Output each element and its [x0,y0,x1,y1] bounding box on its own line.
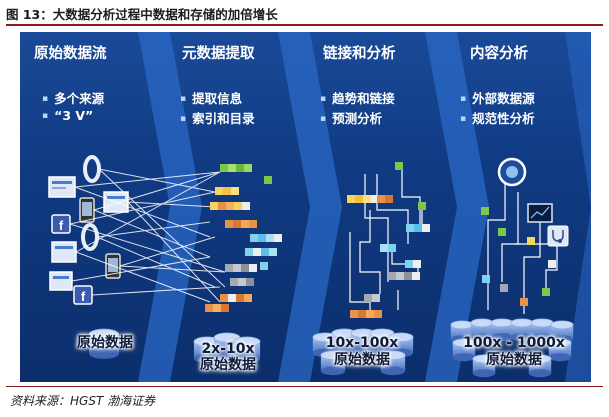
web-page-icon [49,271,73,291]
bullet-external: 外部数据源 [460,88,535,107]
web-page-icon [51,241,77,263]
mobile-phone-icon [79,197,95,223]
bullet-multi-source: 多个来源 [42,88,104,107]
storage-label-2x: 2x-10x [201,341,255,357]
web-page-icon [48,176,76,198]
column-title-content: 内容分析 [470,46,528,62]
storage-label-10x-sub: 原始数据 [334,352,390,368]
bullet-extract: 提取信息 [180,88,242,107]
ring-icon [83,155,101,183]
chart-screen-icon [527,203,553,223]
source-rule [6,386,603,387]
caption-rule [6,24,603,26]
svg-text:f: f [59,218,64,233]
bullet-3v: “3 V” [42,108,93,123]
diagram-graphics: f f [48,155,574,378]
bullet-prescriptive: 规范性分析 [460,108,535,127]
storage-label-100x: 100x - 1000x [463,335,565,351]
connection-lines [69,168,226,303]
storage-label-2x-sub: 原始数据 [200,357,256,373]
bullet-trends: 趋势和链接 [320,88,395,107]
metadata-blocks [205,164,282,312]
facebook-icon: f [73,285,93,305]
column-title-linking: 链接和分析 [323,46,396,62]
storage-label-10x: 10x-100x [325,335,399,351]
bullet-predictive: 预测分析 [320,108,382,127]
storage-label-raw: 原始数据 [77,335,133,351]
source-note: 资料来源：HGST 渤海证券 [10,394,156,408]
content-network [481,157,569,314]
stethoscope-icon [547,225,569,247]
bullet-index: 索引和目录 [180,108,255,127]
storage-label-100x-sub: 原始数据 [486,352,542,368]
linking-tree [347,162,430,318]
column-title-raw: 原始数据流 [34,46,107,62]
svg-text:f: f [81,289,86,304]
diagram-panel: 原始数据流 元数据提取 链接和分析 内容分析 多个来源 “3 V” 提取信息 索… [20,32,591,382]
facebook-icon: f [51,214,71,234]
eagle-seal-icon [497,157,527,187]
figure-caption: 图 13：大数据分析过程中数据和存储的加倍增长 [6,7,278,22]
column-title-metadata: 元数据提取 [182,46,255,62]
